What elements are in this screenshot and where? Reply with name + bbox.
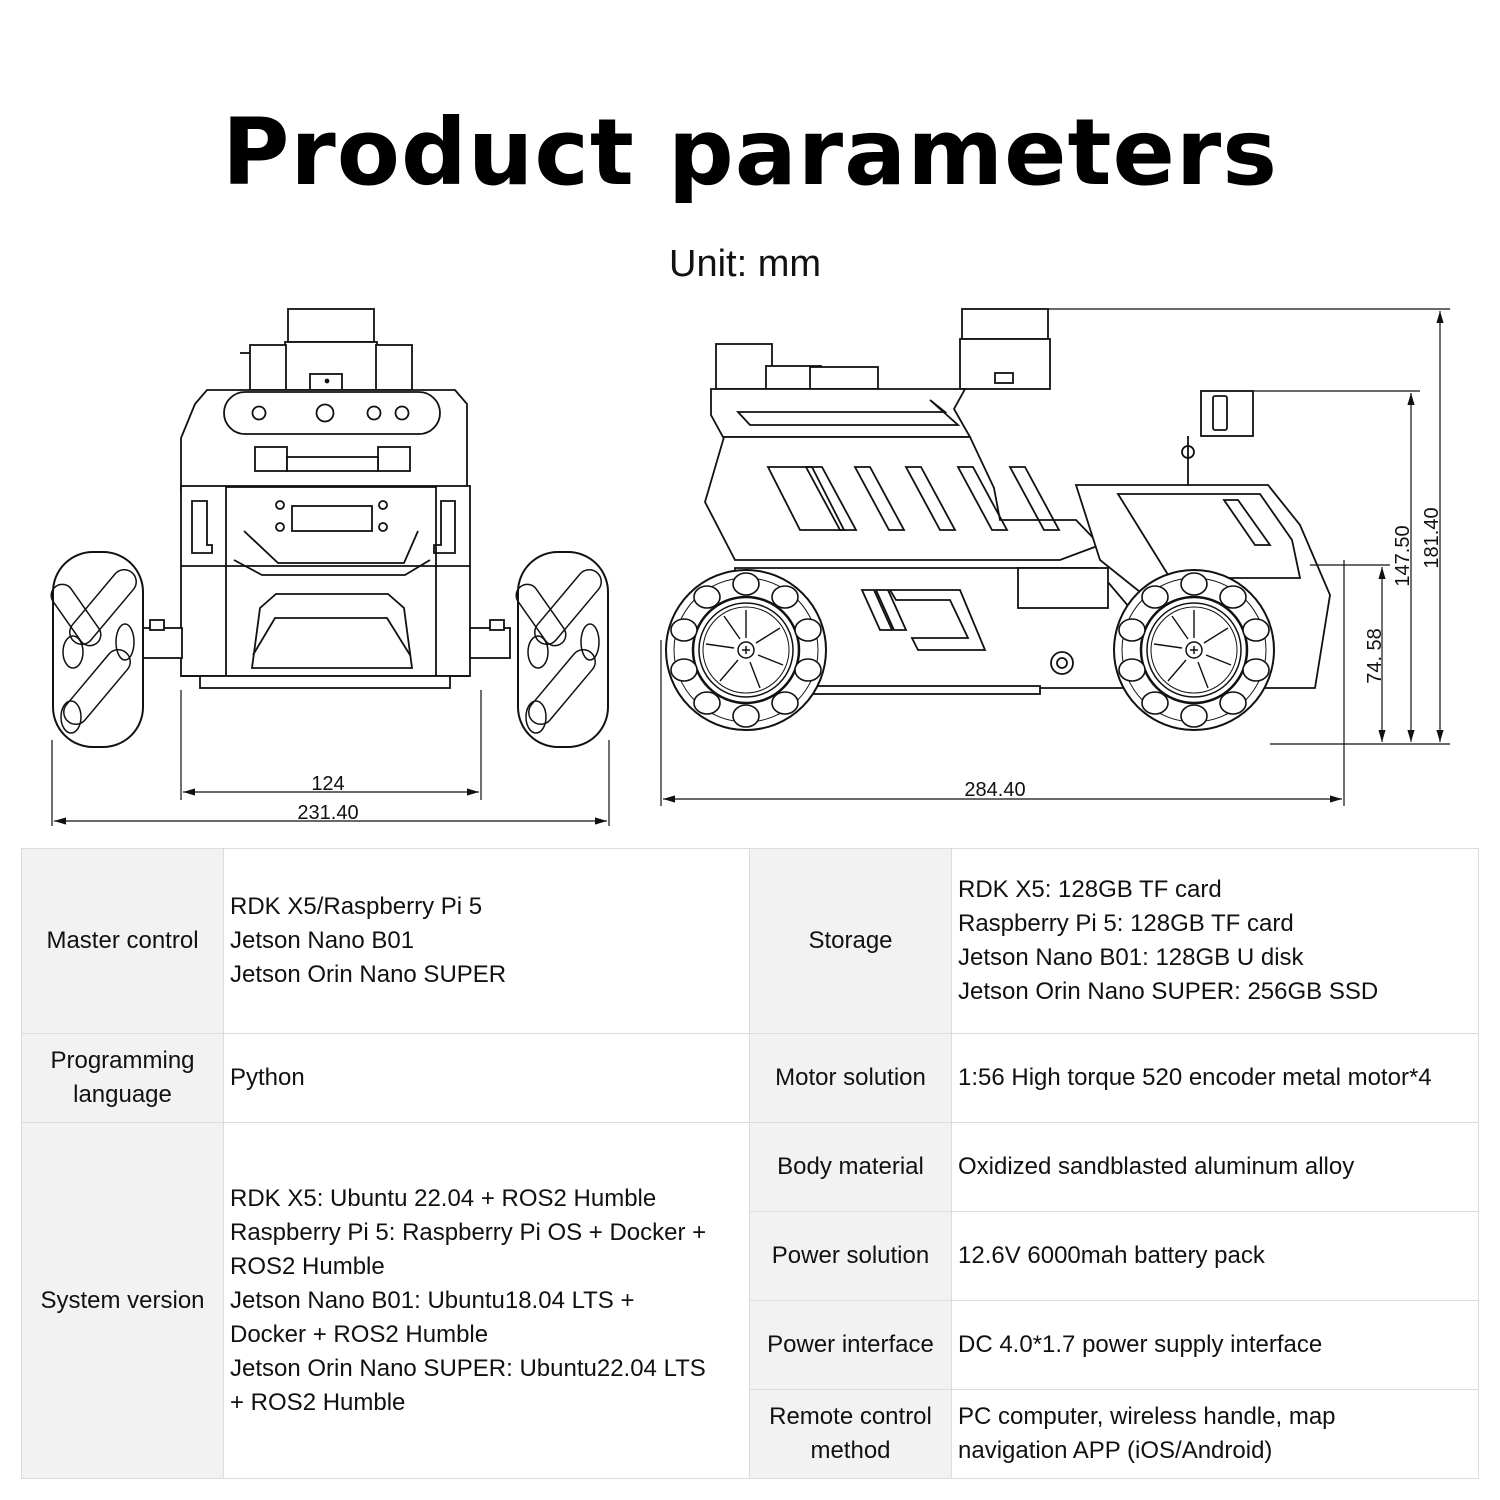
dim-length: 284.40: [964, 779, 1025, 801]
remote-control-label: Remote control method: [749, 1389, 952, 1479]
power-solution-label: Power solution: [749, 1211, 952, 1301]
master-control-label: Master control: [21, 848, 224, 1034]
spec-table: Master control RDK X5/Raspberry Pi 5 Jet…: [21, 848, 1479, 1479]
master-control-value: RDK X5/Raspberry Pi 5 Jetson Nano B01 Je…: [223, 848, 750, 1034]
dim-overall-width: 231.40: [297, 802, 358, 824]
body-material-label: Body material: [749, 1122, 952, 1212]
page-title: Product parameters: [221, 99, 1279, 206]
body-material-value: Oxidized sandblasted aluminum alloy: [951, 1122, 1479, 1212]
table-row: System version RDK X5: Ubuntu 22.04 + RO…: [21, 1122, 1479, 1479]
table-row: Power interface DC 4.0*1.7 power supply …: [22, 1300, 1479, 1390]
table-row: Programming language Python Motor soluti…: [21, 1033, 1479, 1123]
table-row: Remote control method PC computer, wirel…: [22, 1389, 1479, 1479]
dim-overall-height: 181.40: [1421, 507, 1443, 568]
power-interface-label: Power interface: [749, 1300, 952, 1390]
programming-language-value: Python: [223, 1033, 750, 1123]
storage-value: RDK X5: 128GB TF card Raspberry Pi 5: 12…: [951, 848, 1479, 1034]
motor-solution-value: 1:56 High torque 520 encoder metal motor…: [951, 1033, 1479, 1123]
unit-label: Unit: mm: [669, 243, 821, 285]
system-version-label: System version: [21, 1122, 224, 1479]
dim-track-width: 124: [311, 773, 344, 795]
motor-solution-label: Motor solution: [749, 1033, 952, 1123]
system-version-value: RDK X5: Ubuntu 22.04 + ROS2 Humble Raspb…: [223, 1122, 750, 1479]
programming-language-label: Programming language: [21, 1033, 224, 1123]
table-row: Master control RDK X5/Raspberry Pi 5 Jet…: [21, 848, 1479, 1034]
power-interface-value: DC 4.0*1.7 power supply interface: [951, 1300, 1479, 1390]
remote-control-value: PC computer, wireless handle, map naviga…: [951, 1389, 1479, 1479]
power-solution-value: 12.6V 6000mah battery pack: [951, 1211, 1479, 1301]
dim-body-height: 147.50: [1392, 525, 1414, 586]
dim-chassis-height: 74. 58: [1364, 628, 1386, 684]
storage-label: Storage: [749, 848, 952, 1034]
